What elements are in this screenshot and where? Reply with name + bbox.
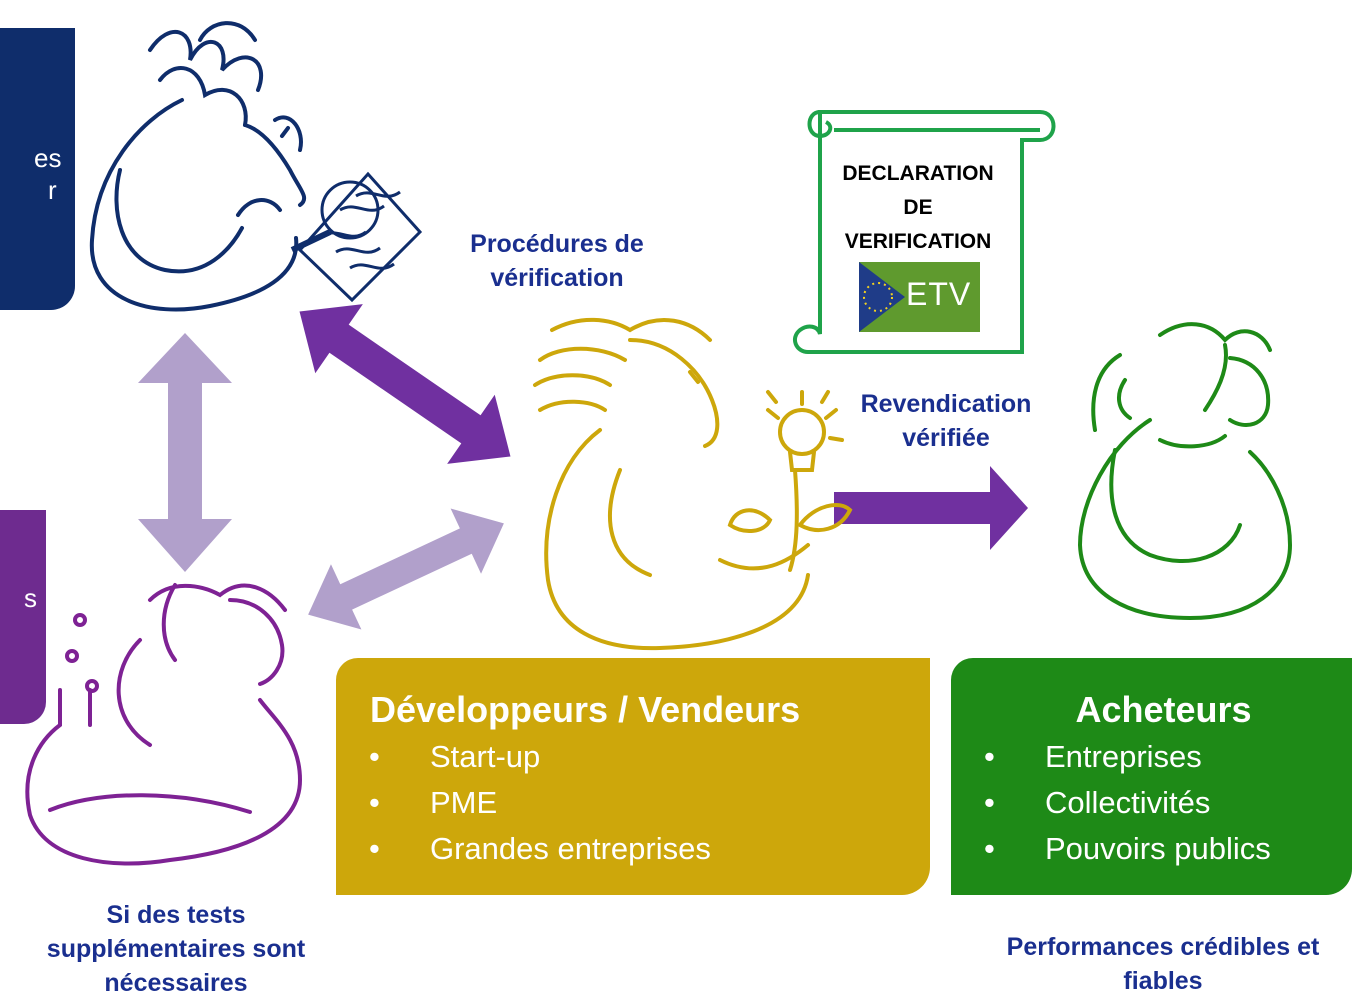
verifier-tester-arrow — [138, 333, 232, 572]
buyers-list: Entreprises Collectivités Pouvoirs publi… — [951, 734, 1271, 872]
buyers-box: Acheteurs Entreprises Collectivités Pouv… — [951, 658, 1352, 895]
tester-figure — [25, 583, 303, 866]
etv-logo-icon — [859, 262, 980, 332]
certificate-line-1: DECLARATION — [842, 162, 994, 185]
developers-box: Développeurs / Vendeurs Start-up PME Gra… — [336, 658, 930, 895]
procedures-label: Procédures de vérification — [470, 230, 644, 292]
developers-list: Start-up PME Grandes entreprises — [336, 734, 711, 872]
tester-developer-arrow — [308, 508, 504, 630]
document-magnifier-icon — [290, 171, 423, 303]
verifier-panel-text-1: es — [34, 143, 62, 173]
buyers-item: Pouvoirs publics — [951, 826, 1271, 872]
certificate-line-3: VERIFICATION — [844, 230, 992, 253]
tester-panel: s — [0, 510, 46, 724]
tests-label: Si des tests supplémentaires sont nécess… — [46, 901, 306, 997]
developer-figure — [533, 317, 853, 651]
certificate-text: DECLARATION DE VERIFICATION — [816, 157, 1020, 259]
developers-item: Grandes entreprises — [336, 826, 711, 872]
developers-title: Développeurs / Vendeurs — [370, 689, 801, 730]
tester-panel-text: s — [24, 583, 37, 613]
etv-logo-text: ETV — [906, 276, 972, 312]
buyers-item: Entreprises — [951, 734, 1271, 780]
certificate-line-2: DE — [903, 196, 933, 219]
buyers-title: Acheteurs — [1075, 689, 1252, 730]
buyer-figure — [1077, 322, 1293, 621]
buyers-item: Collectivités — [951, 780, 1271, 826]
verifier-panel-text-2: r — [48, 175, 57, 205]
developers-item: Start-up — [336, 734, 711, 780]
developers-item: PME — [336, 780, 711, 826]
verifier-developer-arrow — [299, 304, 511, 464]
performances-label: Performances crédibles et fiables — [1006, 933, 1320, 995]
verifier-figure — [89, 21, 307, 312]
verifier-panel: es r — [0, 28, 75, 310]
revendication-label: Revendication vérifiée — [860, 390, 1032, 452]
developer-buyer-arrow — [834, 466, 1028, 550]
